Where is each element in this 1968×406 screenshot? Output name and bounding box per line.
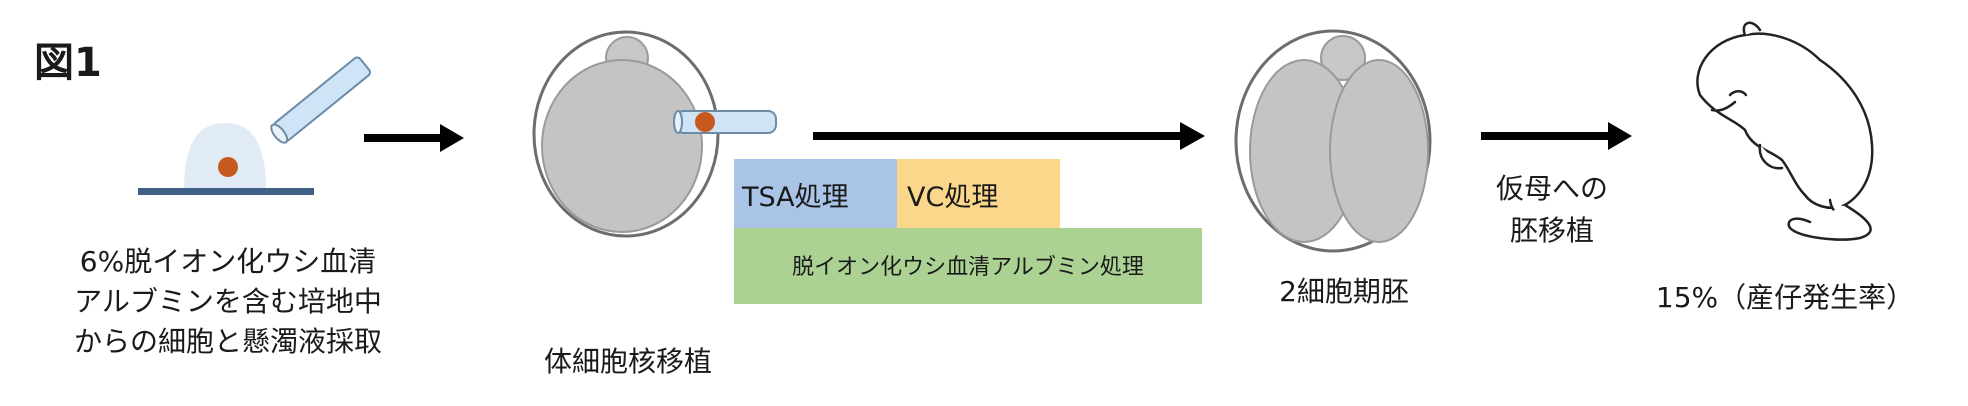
mouse-pup-icon <box>1696 21 1874 241</box>
tsa-treatment-box <box>734 159 897 228</box>
donor-nucleus <box>695 112 715 132</box>
step1-caption: 6%脱イオン化ウシ血清 アルブミンを含む培地中 からの細胞と懸濁液採取 <box>74 245 382 358</box>
arrow-right-icon <box>813 122 1205 150</box>
caption-line: からの細胞と懸濁液採取 <box>74 325 382 358</box>
tsa-treatment-label: TSA処理 <box>741 182 849 213</box>
treatment-timeline: TSA処理 VC処理 脱イオン化ウシ血清アルブミン処理 <box>734 159 1202 304</box>
oocyte-illustration <box>532 30 777 238</box>
arrow-right-icon <box>1481 122 1632 150</box>
injection-pipette-icon <box>673 110 777 134</box>
result-caption: 15%（産仔発生率） <box>1656 281 1914 314</box>
bsa-treatment-box <box>734 228 1202 304</box>
transfer-caption-line: 仮母への <box>1496 172 1608 205</box>
caption-line: 6%脱イオン化ウシ血清 <box>80 245 376 278</box>
step3-caption: 2細胞期胚 <box>1279 275 1409 308</box>
cell-nucleus <box>218 157 238 177</box>
culture-dish <box>138 188 314 195</box>
oocyte-cytoplasm <box>541 59 703 233</box>
vc-treatment-box <box>897 159 1060 228</box>
transfer-caption-line: 胚移植 <box>1510 214 1594 247</box>
vc-treatment-label: VC処理 <box>907 182 998 213</box>
medium-droplet <box>184 123 266 190</box>
blastomere <box>1329 59 1429 243</box>
cell-collection-illustration <box>138 56 372 195</box>
caption-line: アルブミンを含む培地中 <box>74 285 382 318</box>
polar-body <box>1320 35 1366 81</box>
pipette-icon <box>270 56 372 144</box>
step2-caption: 体細胞核移植 <box>544 345 712 378</box>
two-cell-embryo-illustration <box>1234 29 1432 253</box>
figure-label: 図1 <box>34 40 102 86</box>
bsa-treatment-label: 脱イオン化ウシ血清アルブミン処理 <box>792 255 1144 280</box>
arrow-right-icon <box>364 124 464 152</box>
